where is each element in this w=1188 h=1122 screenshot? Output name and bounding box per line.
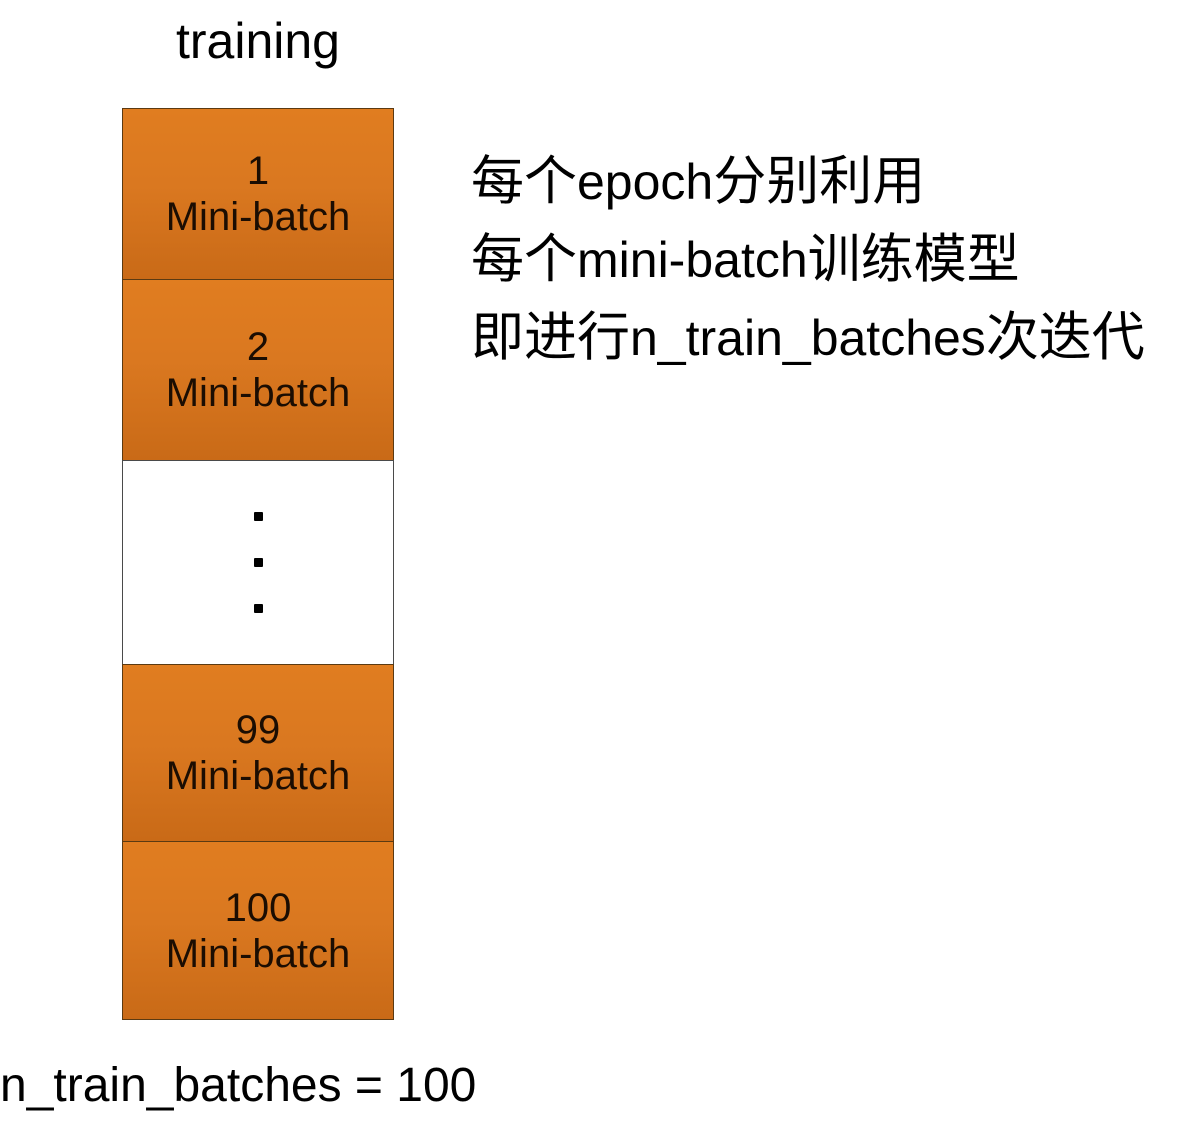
ellipsis-dot (253, 604, 263, 613)
annotation-line-3-suffix: 次迭代 (985, 309, 1145, 367)
stack-title: training (176, 13, 340, 69)
annotation-line-2: 每个mini-batch训练模型 (471, 221, 1188, 299)
mini-batch-index: 99 (235, 708, 281, 752)
annotation-line-2-suffix: 训练模型 (807, 231, 1020, 289)
annotation-text: 每个epoch分别利用 每个mini-batch训练模型 即进行n_train_… (471, 143, 1188, 377)
mini-batch-label: Mini-batch (165, 931, 351, 976)
mini-batch-box-1: 1 Mini-batch (122, 108, 394, 280)
mini-batch-index: 100 (224, 885, 292, 930)
annotation-line-1-suffix: 分别利用 (713, 153, 926, 211)
ellipsis-dot (253, 558, 263, 567)
mini-batch-label: Mini-batch (165, 371, 351, 415)
annotation-line-3-term: n_train_batches (630, 310, 986, 366)
annotation-line-1-term: epoch (577, 154, 714, 210)
annotation-line-2-term: mini-batch (577, 232, 808, 288)
mini-batch-box-99: 99 Mini-batch (122, 664, 394, 842)
mini-batch-label: Mini-batch (165, 195, 351, 239)
mini-batch-ellipsis-box (122, 460, 394, 665)
mini-batch-box-100: 100 Mini-batch (122, 841, 394, 1020)
mini-batch-label: Mini-batch (165, 754, 351, 798)
stack-caption: n_train_batches = 100 (0, 1059, 477, 1112)
annotation-line-3: 即进行n_train_batches次迭代 (471, 299, 1188, 377)
mini-batch-stack: 1 Mini-batch 2 Mini-batch 99 Mini-batch … (122, 108, 394, 1020)
mini-batch-box-2: 2 Mini-batch (122, 279, 394, 461)
mini-batch-index: 1 (246, 149, 270, 193)
annotation-line-3-prefix: 即进行 (471, 309, 630, 367)
annotation-line-2-prefix: 每个 (471, 231, 577, 289)
ellipsis-dot (253, 512, 263, 521)
mini-batch-index: 2 (246, 325, 270, 369)
vertical-ellipsis-icon (253, 512, 263, 613)
annotation-line-1: 每个epoch分别利用 (471, 143, 1188, 221)
annotation-line-1-prefix: 每个 (471, 153, 577, 211)
